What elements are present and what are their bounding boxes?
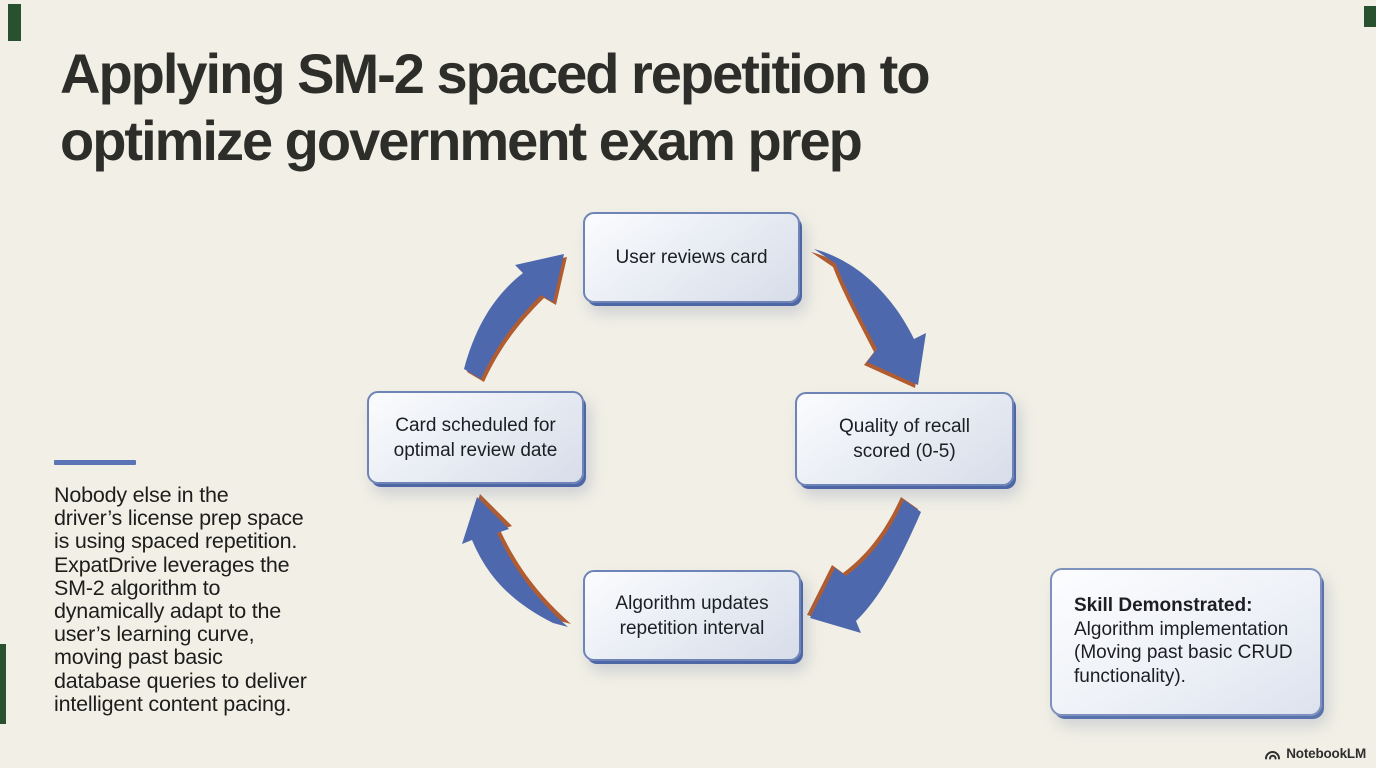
cycle-node-label: User reviews card — [615, 247, 768, 268]
cycle-node-user-reviews: User reviews card — [583, 212, 800, 303]
arrow-top-right-icon — [811, 249, 926, 388]
arrow-bottom-right-icon — [807, 497, 921, 633]
skill-card-heading: Skill Demonstrated: — [1074, 595, 1253, 616]
notebooklm-watermark: NotebookLM — [1264, 746, 1366, 761]
corner-accent-top-right — [1364, 6, 1376, 27]
note-accent-bar — [54, 460, 136, 465]
arrow-top-left-icon — [464, 254, 567, 382]
notebooklm-logo-icon — [1265, 751, 1281, 760]
arrow-bottom-left-icon — [462, 494, 571, 627]
edge-accent-bottom-left — [0, 644, 6, 724]
skill-card: Skill Demonstrated: Algorithm implementa… — [1050, 568, 1322, 716]
notebooklm-label: NotebookLM — [1286, 746, 1366, 761]
corner-accent-top-left — [8, 4, 21, 41]
skill-card-body: Algorithm implementation(Moving past bas… — [1074, 618, 1293, 687]
